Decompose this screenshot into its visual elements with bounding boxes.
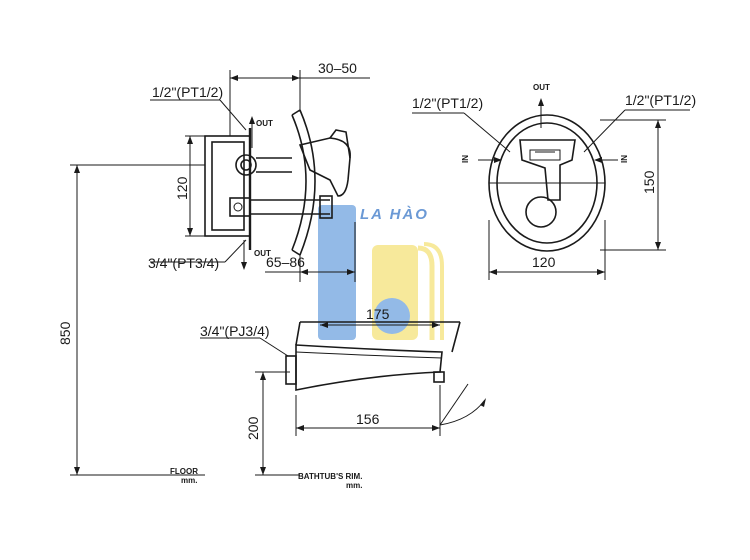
dimension-850: 850 FLOOR mm. [57,164,205,485]
fitting-inlet-side: 1/2"(PT1/2) [152,84,223,100]
watermark-text: LA HÀO [360,206,429,223]
dim-175: 175 [366,306,390,322]
label-out-bottom: OUT [254,249,271,258]
label-out-top: OUT [256,119,273,128]
dim-120-front: 120 [532,254,556,270]
label-in-right: IN [620,155,629,163]
dim-200: 200 [245,416,261,440]
fitting-inlet-front-left: 1/2"(PT1/2) [412,95,483,111]
label-bathtub-rim: BATHTUB'S RIM. [298,472,362,481]
front-view: OUT IN IN 1/2"(PT1/2) 1/2"(PT1/2) 150 12… [412,83,696,280]
dim-150: 150 [641,170,657,194]
dim-156: 156 [356,411,380,427]
dim-850: 850 [57,321,73,345]
dim-120-side: 120 [174,176,190,200]
label-floor-unit: mm. [181,476,197,485]
fitting-outlet-side: 3/4"(PT3/4) [148,255,219,271]
dim-65-86: 65–86 [266,254,305,270]
watermark-logo: LA HÀO [318,205,444,340]
dim-30-50: 30–50 [318,60,357,76]
label-bathtub-unit: mm. [346,481,362,490]
label-out-front: OUT [533,83,550,92]
label-in-left: IN [461,155,470,163]
side-view-dimensions: 30–50 120 65–86 1/2"(PT1/2) 3/4"(PT3/4) … [148,60,370,282]
fitting-inlet-front-right: 1/2"(PT1/2) [625,92,696,108]
fitting-spout: 3/4"(PJ3/4) [200,323,270,339]
side-view-body [204,109,351,256]
spout-view: 175 156 200 3/4"(PJ3/4) BATHTUB'S RIM. m… [200,306,486,490]
label-floor: FLOOR [170,467,198,476]
